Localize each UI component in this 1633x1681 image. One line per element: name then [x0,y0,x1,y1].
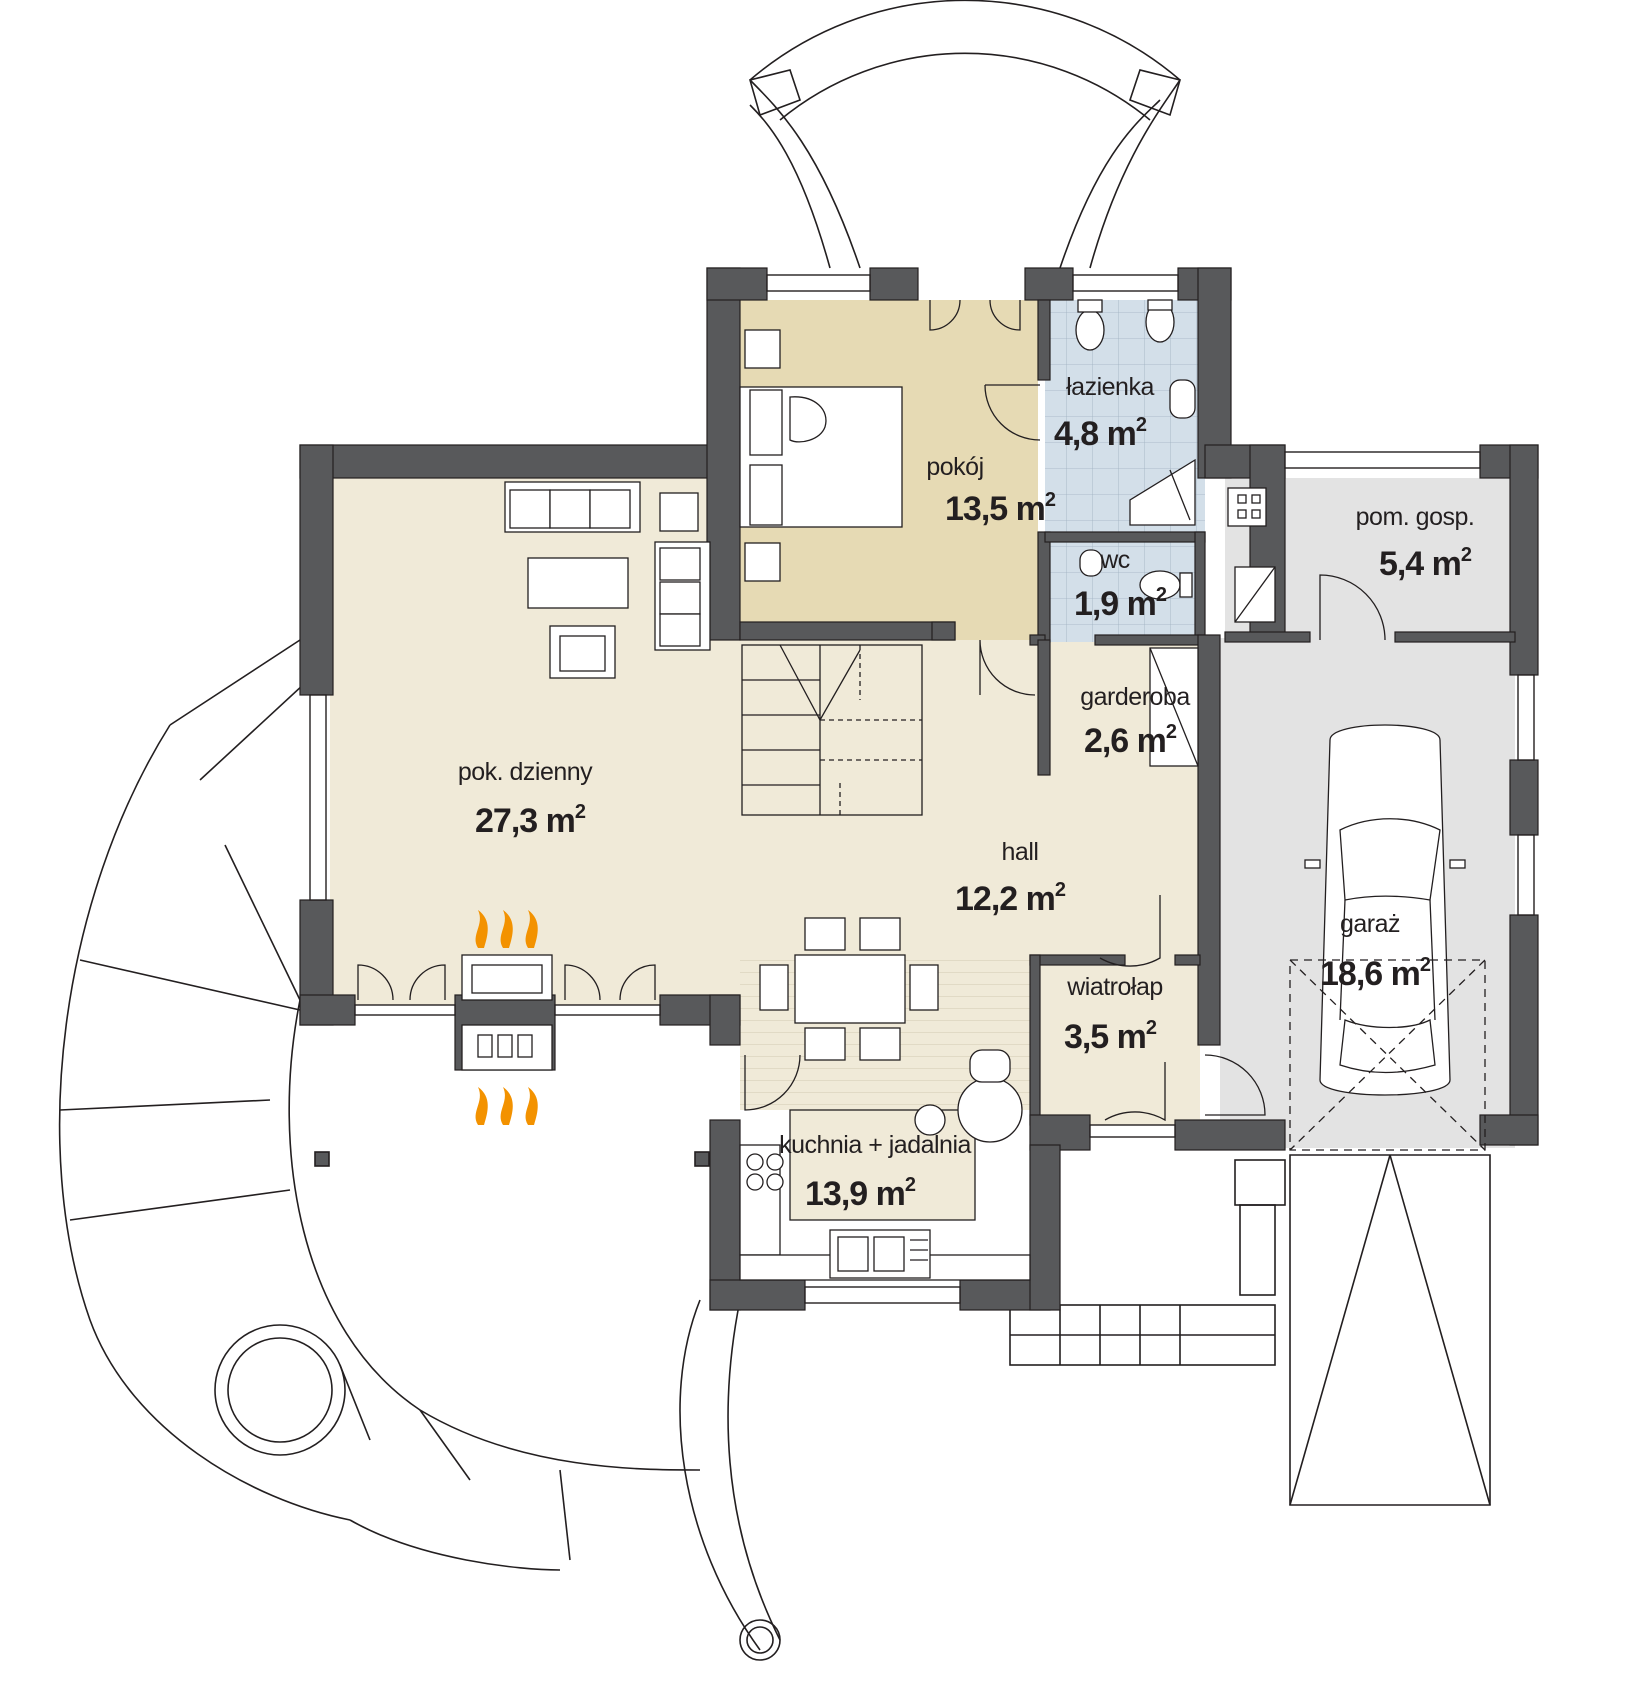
room-area-garaz: 18,6 m2 [1320,954,1431,993]
room-label-garderoba: garderoba [1080,683,1190,711]
walls [299,267,1539,1311]
furniture [357,299,1486,1281]
room-area-kuchnia: 13,9 m2 [805,1174,916,1213]
room-label-pok-dzienny: pok. dzienny [458,758,593,786]
room-label-hall: hall [1002,838,1039,866]
toilet-icon [1075,299,1193,600]
room-area-pom-gosp: 5,4 m2 [1379,544,1472,583]
sink-icon [829,1229,931,1279]
windows [309,274,1535,1304]
car-icon [1304,724,1466,1096]
exterior-outlines [58,0,1491,1661]
sofa-icon [504,481,711,679]
room-label-garaz: garaż [1340,910,1400,938]
shower-icon [1129,458,1196,526]
room-area-wiatrolap: 3,5 m2 [1064,1017,1157,1056]
room-label-wiatrolap: wiatrołap [1066,973,1163,1001]
bed-icon [739,329,903,582]
vestibule-floor [1030,960,1200,1125]
room-area-pok-dzienny: 27,3 m2 [475,801,586,840]
room-label-pokoj: pokój [926,453,983,481]
room-area-pokoj: 13,5 m2 [945,489,1056,528]
room-label-kuchnia: kuchnia + jadalnia [779,1131,971,1159]
room-area-hall: 12,2 m2 [955,879,1066,918]
stove-icon [746,1153,784,1191]
fireplace-icon [461,954,553,1071]
room-area-lazienka: 4,8 m2 [1054,414,1147,453]
flame-icon [475,910,538,1125]
room-labels: pokój 13,5 m2 łazienka 4,8 m2 wc 1,9 m2 … [458,373,1475,1213]
stairs-icon [741,644,923,816]
dining-table-icon [759,917,939,1061]
room-label-wc: wc [1099,546,1130,574]
room-area-garderoba: 2,6 m2 [1084,721,1177,760]
room-label-lazienka: łazienka [1066,373,1154,401]
room-area-wc: 1,9 m2 [1074,584,1167,623]
room-label-pom-gosp: pom. gosp. [1356,503,1475,531]
